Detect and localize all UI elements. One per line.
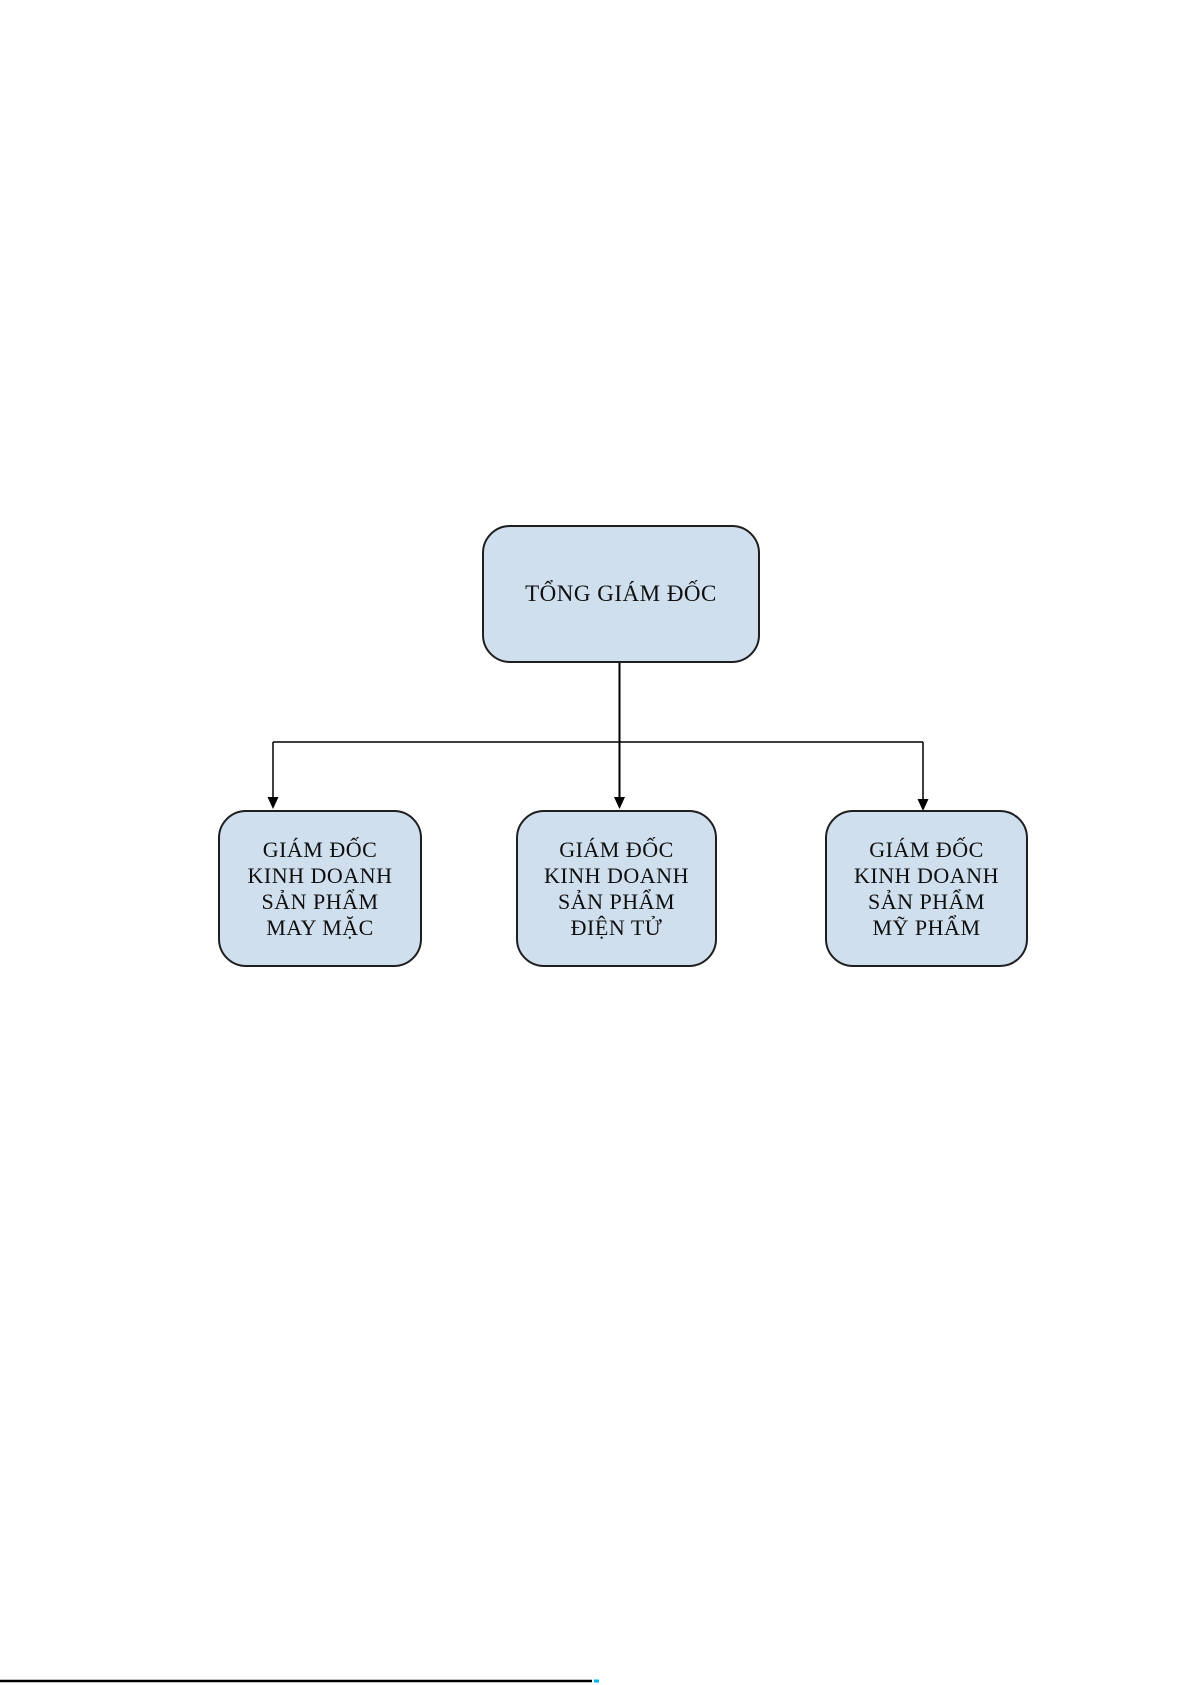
org-node-gd-dien-tu: GIÁM ĐỐC KINH DOANH SẢN PHẨM ĐIỆN TỬ [516,810,717,967]
footer-accent-mark [594,1679,599,1683]
org-node-gd-my-pham: GIÁM ĐỐC KINH DOANH SẢN PHẨM MỸ PHẨM [825,810,1028,967]
org-node-tong-giam-doc: TỔNG GIÁM ĐỐC [482,525,760,663]
org-node-label-line: KINH DOANH [247,862,393,888]
org-node-label-line: ĐIỆN TỬ [570,914,663,940]
org-node-label: TỔNG GIÁM ĐỐC [525,581,717,606]
org-node-label-line: SẢN PHẨM [261,888,379,914]
org-node-label-line: GIÁM ĐỐC [262,836,378,862]
org-node-label-line: MAY MẶC [266,914,374,940]
arrowhead-middle [614,797,625,809]
org-node-gd-may-mac: GIÁM ĐỐC KINH DOANH SẢN PHẨM MAY MẶC [218,810,422,967]
org-node-label-line: GIÁM ĐỐC [559,836,674,862]
org-node-label-line: SẢN PHẨM [557,888,676,914]
org-node-label-line: KINH DOANH [544,862,689,888]
org-node-label-line: SẢN PHẨM [867,888,986,914]
org-node-label-line: GIÁM ĐỐC [869,836,984,862]
org-node-label-line: KINH DOANH [854,862,999,888]
org-node-label-line: MỸ PHẨM [872,914,981,940]
arrowhead-left [267,797,279,809]
